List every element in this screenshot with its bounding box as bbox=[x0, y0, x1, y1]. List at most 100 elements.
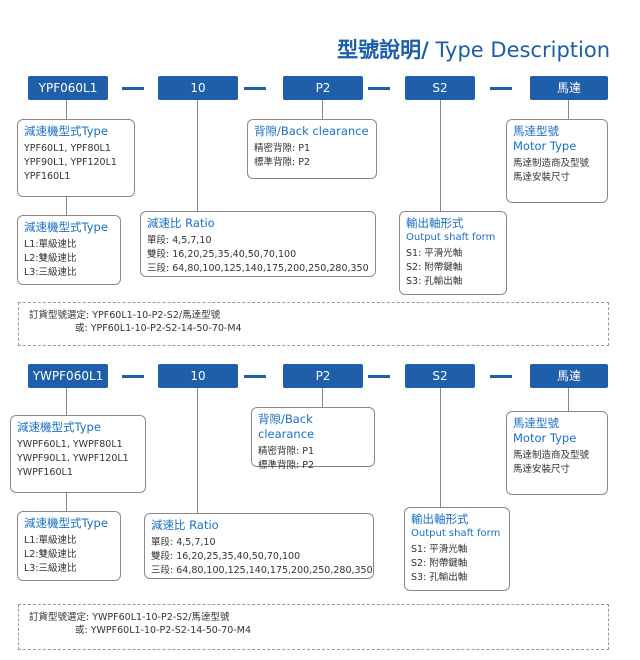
backlash-line: 標準背隙: P2 bbox=[258, 460, 314, 471]
stage-type-line: L3:三級速比 bbox=[24, 267, 77, 278]
connector-line bbox=[322, 100, 323, 120]
output-shaft-line: S1: 平滑光軸 bbox=[411, 544, 468, 555]
motor-pill: 馬達 bbox=[530, 364, 608, 388]
separator-dash bbox=[122, 375, 144, 378]
page-title: 型號說明/ Type Description bbox=[337, 34, 610, 64]
motor-type-heading-en: Motor Type bbox=[513, 139, 577, 153]
order-label: 訂貨型號選定: bbox=[29, 612, 90, 623]
model-type-heading: 減速機型式Type bbox=[24, 124, 108, 138]
connector-line bbox=[440, 388, 441, 508]
order-code: YPF60L1-10-P2-S2/馬達型號 bbox=[92, 310, 221, 321]
stage-type-line: L1:單級速比 bbox=[24, 239, 77, 250]
order-row: 訂貨型號選定: YPF60L1-10-P2-S2/馬達型號 bbox=[29, 309, 598, 322]
model-type-box: 減速機型式Type YPF60L1, YPF80L1 YPF90L1, YPF1… bbox=[17, 119, 135, 197]
ratio-heading: 減速比 Ratio bbox=[147, 216, 215, 230]
connector-line bbox=[66, 492, 67, 512]
separator-dash bbox=[490, 375, 512, 378]
output-shaft-heading-en: Output shaft form bbox=[406, 232, 496, 243]
order-or-label: 或: bbox=[75, 323, 88, 334]
connector-line bbox=[440, 100, 441, 212]
motor-pill: 馬達 bbox=[530, 76, 608, 100]
model-type-line: YWPF60L1, YWPF80L1 bbox=[17, 439, 123, 450]
order-row-alt: 或: YPF60L1-10-P2-S2-14-50-70-M4 bbox=[29, 322, 598, 335]
motor-type-line: 馬達制造商及型號 bbox=[513, 450, 590, 461]
motor-type-heading: 馬達型號 bbox=[513, 416, 559, 430]
stage-type-line: L1:單級速比 bbox=[24, 535, 77, 546]
stage-type-heading: 減速機型式Type bbox=[24, 516, 108, 530]
model-type-line: YPF160L1 bbox=[24, 171, 71, 182]
separator-dash bbox=[368, 87, 390, 90]
ratio-line: 三段: 64,80,100,125,140,175,200,250,280,35… bbox=[151, 565, 373, 576]
motor-type-heading: 馬達型號 bbox=[513, 124, 559, 138]
shaft-pill: S2 bbox=[405, 364, 475, 388]
separator-dash bbox=[490, 87, 512, 90]
separator-dash bbox=[122, 87, 144, 90]
output-shaft-heading-en: Output shaft form bbox=[411, 528, 501, 539]
stage-type-line: L3:三級速比 bbox=[24, 563, 77, 574]
motor-type-heading-en: Motor Type bbox=[513, 431, 577, 445]
backlash-line: 精密背隙: P1 bbox=[258, 446, 314, 457]
separator-dash bbox=[368, 375, 390, 378]
order-row-alt: 或: YWPF60L1-10-P2-S2-14-50-70-M4 bbox=[29, 624, 598, 637]
ratio-heading: 減速比 Ratio bbox=[151, 518, 219, 532]
separator-dash bbox=[244, 375, 266, 378]
output-shaft-box: 輸出軸形式 Output shaft form S1: 平滑光軸 S2: 附帶鍵… bbox=[399, 211, 507, 295]
title-en: Type Description bbox=[428, 38, 610, 62]
motor-type-line: 馬達安裝尺寸 bbox=[513, 464, 571, 475]
ratio-line: 單段: 4,5,7,10 bbox=[151, 537, 216, 548]
output-shaft-box: 輸出軸形式 Output shaft form S1: 平滑光軸 S2: 附帶鍵… bbox=[404, 507, 510, 591]
output-shaft-heading: 輸出軸形式 bbox=[406, 216, 464, 230]
motor-type-box: 馬達型號 Motor Type 馬達制造商及型號 馬達安裝尺寸 bbox=[506, 411, 608, 495]
stage-type-box: 減速機型式Type L1:單級速比 L2:雙級速比 L3:三級速比 bbox=[17, 511, 121, 581]
backlash-heading: 背隙/Back clearance bbox=[258, 412, 315, 441]
backlash-line: 精密背隙: P1 bbox=[254, 143, 310, 154]
connector-line bbox=[197, 100, 198, 212]
backlash-box: 背隙/Back clearance 精密背隙: P1 標準背隙: P2 bbox=[251, 407, 375, 471]
order-example-box: 訂貨型號選定: YWPF60L1-10-P2-S2/馬達型號 或: YWPF60… bbox=[18, 604, 609, 650]
model-type-heading: 減速機型式Type bbox=[17, 420, 101, 434]
connector-line bbox=[66, 388, 67, 416]
output-shaft-line: S3: 孔輸出軸 bbox=[406, 276, 463, 287]
motor-type-line: 馬達制造商及型號 bbox=[513, 158, 590, 169]
series-code-pill: YPF060L1 bbox=[28, 76, 108, 100]
series-code-pill: YWPF060L1 bbox=[28, 364, 108, 388]
connector-line bbox=[66, 100, 67, 120]
order-code-alt: YWPF60L1-10-P2-S2-14-50-70-M4 bbox=[90, 625, 251, 636]
motor-type-box: 馬達型號 Motor Type 馬達制造商及型號 馬達安裝尺寸 bbox=[506, 119, 608, 203]
model-type-line: YWPF90L1, YWPF120L1 bbox=[17, 453, 129, 464]
connector-line bbox=[66, 196, 67, 216]
ratio-box: 減速比 Ratio 單段: 4,5,7,10 雙段: 16,20,25,35,4… bbox=[144, 513, 374, 579]
ratio-box: 減速比 Ratio 單段: 4,5,7,10 雙段: 16,20,25,35,4… bbox=[140, 211, 376, 277]
ratio-line: 雙段: 16,20,25,35,40,50,70,100 bbox=[151, 551, 301, 562]
motor-type-line: 馬達安裝尺寸 bbox=[513, 172, 571, 183]
order-or-label: 或: bbox=[75, 625, 88, 636]
backlash-heading: 背隙/Back clearance bbox=[254, 124, 369, 138]
ratio-pill: 10 bbox=[158, 76, 238, 100]
backlash-pill: P2 bbox=[283, 76, 363, 100]
model-type-line: YPF90L1, YPF120L1 bbox=[24, 157, 117, 168]
model-type-line: YPF60L1, YPF80L1 bbox=[24, 143, 111, 154]
output-shaft-heading: 輸出軸形式 bbox=[411, 512, 469, 526]
connector-line bbox=[322, 388, 323, 408]
ratio-line: 三段: 64,80,100,125,140,175,200,250,280,35… bbox=[147, 263, 369, 274]
shaft-pill: S2 bbox=[405, 76, 475, 100]
output-shaft-line: S1: 平滑光軸 bbox=[406, 248, 463, 259]
connector-line bbox=[568, 388, 569, 412]
separator-dash bbox=[244, 87, 266, 90]
output-shaft-line: S2: 附帶鍵軸 bbox=[411, 558, 468, 569]
order-row: 訂貨型號選定: YWPF60L1-10-P2-S2/馬達型號 bbox=[29, 611, 598, 624]
stage-type-box: 減速機型式Type L1:單級速比 L2:雙級速比 L3:三級速比 bbox=[17, 215, 121, 285]
output-shaft-line: S2: 附帶鍵軸 bbox=[406, 262, 463, 273]
order-example-box: 訂貨型號選定: YPF60L1-10-P2-S2/馬達型號 或: YPF60L1… bbox=[18, 302, 609, 346]
backlash-box: 背隙/Back clearance 精密背隙: P1 標準背隙: P2 bbox=[247, 119, 377, 179]
model-type-line: YWPF160L1 bbox=[17, 467, 73, 478]
backlash-line: 標準背隙: P2 bbox=[254, 157, 310, 168]
order-code: YWPF60L1-10-P2-S2/馬達型號 bbox=[92, 612, 230, 623]
ratio-line: 單段: 4,5,7,10 bbox=[147, 235, 212, 246]
stage-type-heading: 減速機型式Type bbox=[24, 220, 108, 234]
stage-type-line: L2:雙級速比 bbox=[24, 549, 77, 560]
type-section-ypf: YPF060L1 10 P2 S2 馬達 減速機型式Type YPF60L1, … bbox=[17, 76, 609, 346]
connector-line bbox=[197, 388, 198, 514]
stage-type-line: L2:雙級速比 bbox=[24, 253, 77, 264]
